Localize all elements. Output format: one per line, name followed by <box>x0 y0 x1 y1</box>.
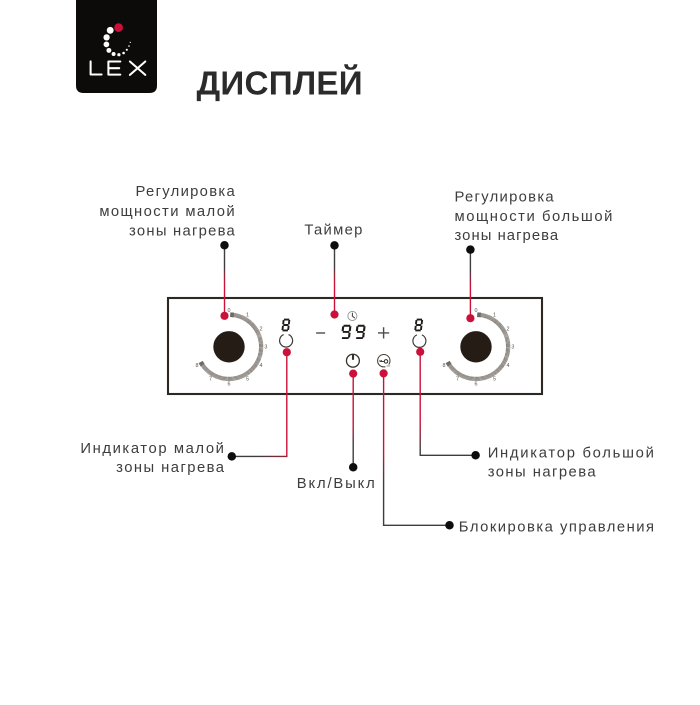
svg-text:мощности малой: мощности малой <box>99 204 236 220</box>
svg-text:ДИСПЛЕЙ: ДИСПЛЕЙ <box>197 64 363 103</box>
svg-text:зоны нагрева: зоны нагрева <box>488 465 597 481</box>
svg-text:2: 2 <box>506 326 509 332</box>
svg-text:зоны нагрева: зоны нагрева <box>455 228 560 244</box>
svg-text:2: 2 <box>259 326 262 332</box>
svg-text:0: 0 <box>475 308 478 314</box>
svg-text:4: 4 <box>506 363 509 369</box>
svg-text:мощности большой: мощности большой <box>455 209 614 225</box>
svg-text:5: 5 <box>246 377 249 383</box>
svg-text:Индикатор малой: Индикатор малой <box>80 441 225 457</box>
svg-text:зоны нагрева: зоны нагрева <box>129 224 236 240</box>
svg-text:1: 1 <box>493 313 496 319</box>
svg-text:8: 8 <box>443 363 446 369</box>
svg-text:Вкл/Выкл: Вкл/Выкл <box>297 476 377 492</box>
svg-text:6: 6 <box>228 382 231 388</box>
svg-text:Таймер: Таймер <box>304 222 363 238</box>
svg-text:3: 3 <box>264 345 267 351</box>
svg-text:Регулировка: Регулировка <box>455 190 555 206</box>
svg-text:Блокировка управления: Блокировка управления <box>459 519 656 535</box>
svg-text:1: 1 <box>246 313 249 319</box>
svg-text:7: 7 <box>209 377 212 383</box>
svg-text:6: 6 <box>475 382 478 388</box>
svg-text:4: 4 <box>259 363 262 369</box>
svg-text:Индикатор большой: Индикатор большой <box>488 446 656 462</box>
svg-text:7: 7 <box>456 377 459 383</box>
svg-text:8: 8 <box>196 363 199 369</box>
svg-text:зоны нагрева: зоны нагрева <box>116 460 225 476</box>
svg-text:5: 5 <box>493 377 496 383</box>
svg-text:3: 3 <box>511 345 514 351</box>
svg-text:0: 0 <box>228 308 231 314</box>
svg-text:Регулировка: Регулировка <box>136 184 236 200</box>
